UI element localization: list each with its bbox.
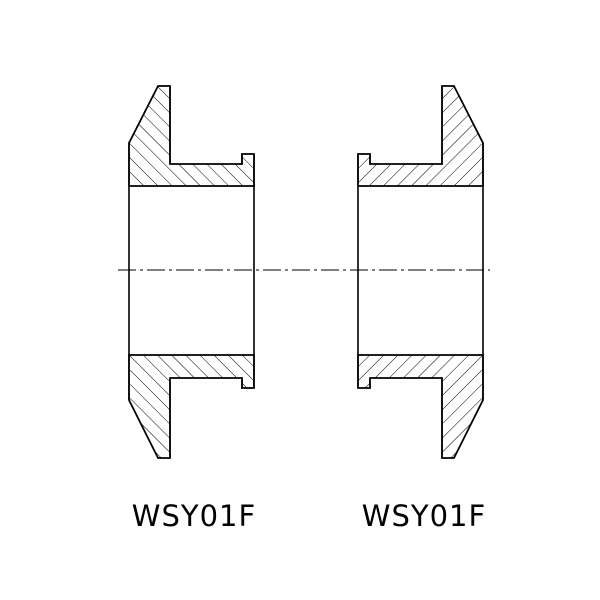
left-part-label: WSY01F — [131, 499, 257, 533]
left-bushing-section — [128, 85, 255, 459]
right-hatch-top — [357, 85, 484, 187]
left-hatch-top — [128, 85, 255, 187]
right-hatch-bottom — [357, 354, 484, 459]
right-part-label: WSY01F — [361, 499, 487, 533]
right-bushing-section — [357, 85, 484, 459]
left-hatch-bottom — [128, 354, 255, 459]
